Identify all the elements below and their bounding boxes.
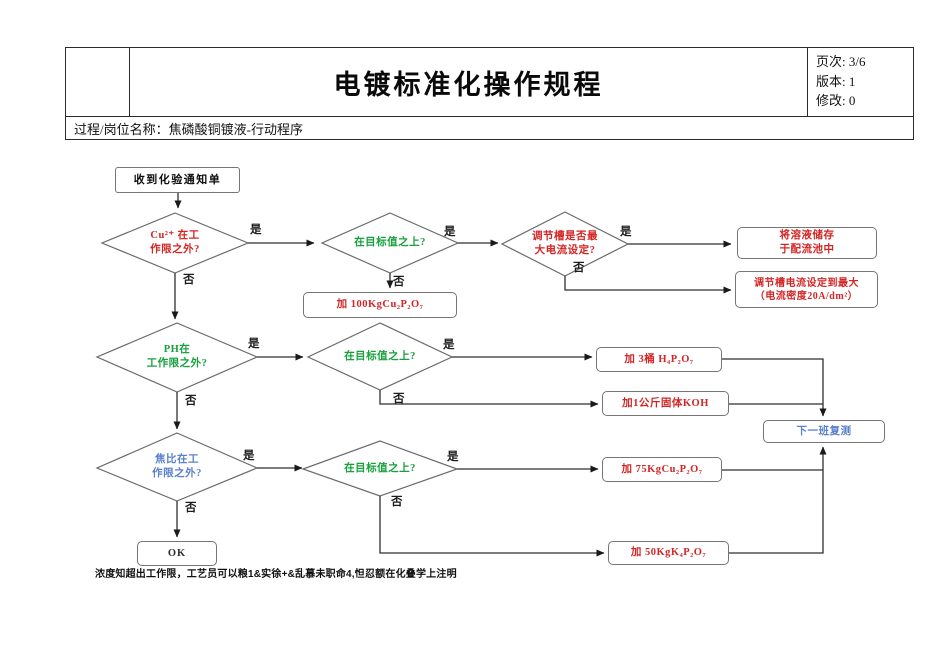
- yes-edge-label: 是: [620, 226, 632, 238]
- flow-connector: [728, 446, 827, 554]
- process-name-label: 过程/岗位名称：焦磷酸铜镀液-行动程序: [74, 121, 303, 137]
- yes-edge-label: 是: [248, 338, 260, 350]
- ph-out-of-limit-diamond-label: PH在 工作限之外?: [146, 343, 208, 369]
- add-100kg-cu2p2o7-box: 加 100KgCu₂P₂O₇: [303, 292, 457, 318]
- add-3-barrels-h4p2o7-box: 加 3桶 H₄P₂O₇: [596, 347, 722, 372]
- flow-connector: [379, 390, 599, 408]
- max-current-set-diamond-label: 调节槽是否最 大电流设定?: [532, 230, 598, 256]
- page-title: 电镀标准化操作规程: [333, 69, 604, 100]
- revision-label: 修改: 0: [816, 93, 856, 108]
- yes-edge-label: 是: [443, 339, 455, 351]
- no-edge-label: 否: [393, 393, 405, 405]
- above-target-diamond-label: 在目标值之上?: [354, 236, 426, 248]
- start-box: 收到化验通知单: [115, 167, 240, 193]
- header-table: 电镀标准化操作规程 页次: 3/6 版本: 1 修改: 0 过程/岗位名称：焦磷…: [65, 47, 914, 140]
- store-solution-box: 将溶液储存 于配流池中: [737, 227, 877, 259]
- no-edge-label: 否: [185, 502, 197, 514]
- add-75kg-cu2p2o7-box: 加 75KgCu₂P₂O₇: [602, 457, 722, 482]
- max-current-box: 调节槽电流设定到最大 （电流密度20A/dm²）: [735, 271, 878, 308]
- no-edge-label: 否: [391, 496, 403, 508]
- no-edge-label: 否: [183, 274, 195, 286]
- no-edge-label: 否: [185, 395, 197, 407]
- process-name-row: 过程/岗位名称：焦磷酸铜镀液-行动程序: [66, 117, 913, 139]
- add-50kg-k4p2o7-box: 加 50KgK₄P₂O₇: [608, 541, 729, 565]
- no-edge-label: 否: [573, 262, 585, 274]
- flow-connector: [564, 276, 732, 294]
- flow-connector: [721, 358, 827, 417]
- above-target-diamond-label: 在目标值之上?: [344, 350, 416, 362]
- above-target-diamond-label: 在目标值之上?: [344, 462, 416, 474]
- next-shift-recheck-box: 下一班复测: [763, 420, 885, 443]
- ok-box: OK: [137, 541, 217, 566]
- header-row: 电镀标准化操作规程 页次: 3/6 版本: 1 修改: 0: [66, 48, 913, 117]
- yes-edge-label: 是: [243, 450, 255, 462]
- cu-out-of-limit-diamond-label: Cu²⁺ 在工 作限之外?: [150, 229, 200, 255]
- footnote: 浓度知超出工作限，工艺员可以粮1&实徐+&乱慕未职命4,怛忍额在化叠学上注明: [95, 569, 457, 580]
- version-label: 版本: 1: [816, 73, 856, 89]
- page-number-label: 页次: 3/6: [816, 54, 866, 69]
- ratio-out-of-limit-diamond-label: 焦比在工 作限之外?: [152, 453, 202, 479]
- flow-connector: [379, 496, 605, 557]
- add-1kg-koh-box: 加1公斤固体KOH: [602, 391, 729, 416]
- no-edge-label: 否: [393, 276, 405, 288]
- yes-edge-label: 是: [250, 224, 262, 236]
- doc-info-cell: 页次: 3/6 版本: 1 修改: 0: [807, 48, 913, 116]
- yes-edge-label: 是: [444, 226, 456, 238]
- logo-cell: [66, 48, 130, 116]
- yes-edge-label: 是: [447, 451, 459, 463]
